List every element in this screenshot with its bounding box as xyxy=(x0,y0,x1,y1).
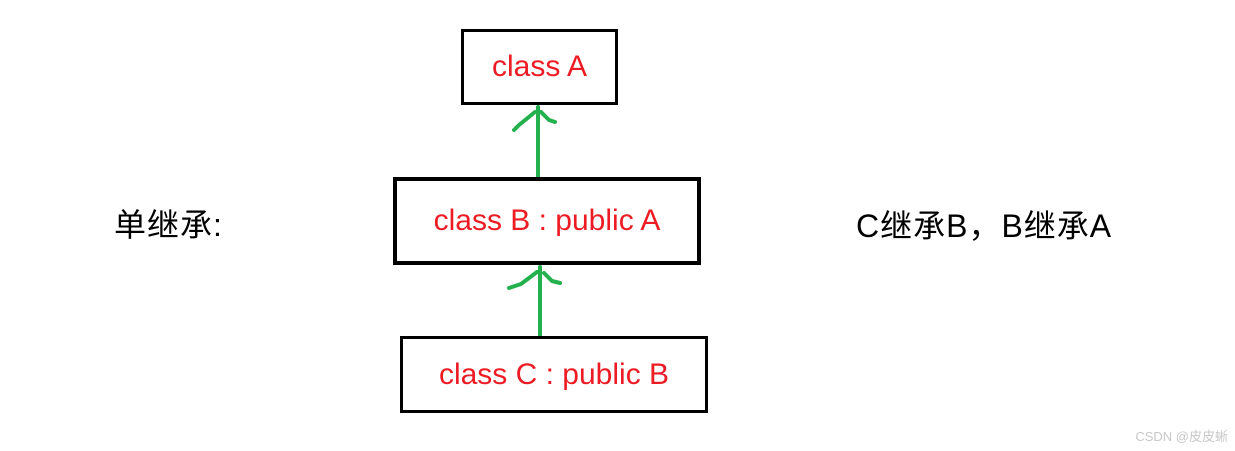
inheritance-note: C继承B，B继承A xyxy=(856,208,1113,244)
arrow-head-left-wing xyxy=(507,270,539,290)
class-c-text: class C : public B xyxy=(438,357,670,391)
arrow-head-right-wing xyxy=(542,271,562,285)
class-b-box: class B : public A xyxy=(393,177,701,265)
class-a-box: class A xyxy=(461,29,618,105)
inheritance-arrow-c-to-b xyxy=(507,265,562,341)
watermark: CSDN @皮皮蜥 xyxy=(1135,429,1228,444)
class-a-text: class A xyxy=(491,50,588,83)
class-c-box: class C : public B xyxy=(400,336,708,413)
class-b-text: class B : public A xyxy=(433,204,661,237)
arrow-head-right-wing xyxy=(539,110,557,124)
single-inheritance-label: 单继承: xyxy=(114,207,223,243)
inheritance-arrow-b-to-a xyxy=(512,105,557,181)
arrow-head-left-wing xyxy=(512,110,537,132)
